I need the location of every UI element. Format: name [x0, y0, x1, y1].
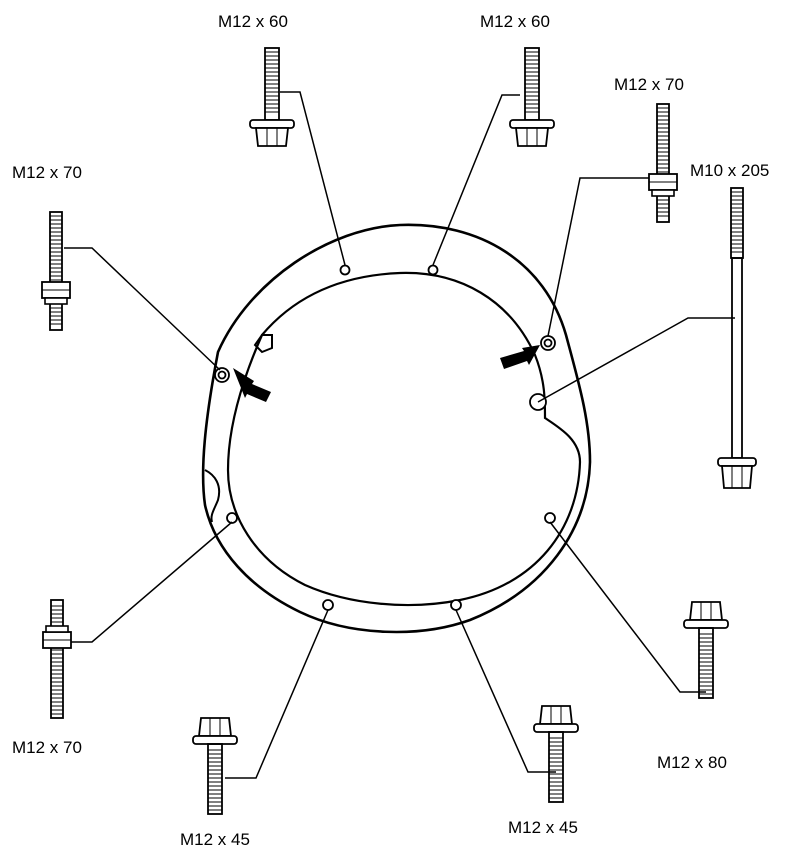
- bolt-bottom-right: [533, 705, 579, 803]
- bolt-bottom-left: [192, 717, 238, 815]
- bolt-top-right: [509, 47, 555, 147]
- label-bottom-left: M12 x 45: [180, 830, 250, 849]
- hole-bottom-left: [322, 599, 334, 611]
- stud-lower-left: [42, 599, 72, 719]
- leader-top-left: [280, 91, 346, 266]
- leader-upper-right: [547, 177, 660, 337]
- flange-outer-edge: [201, 223, 592, 634]
- leader-right-long: [537, 317, 735, 403]
- flange-inner-notch: [253, 334, 273, 354]
- stud-upper-left: [41, 211, 71, 331]
- stud-upper-right: [648, 103, 678, 223]
- leader-lower-left: [62, 521, 233, 643]
- label-bottom-right: M12 x 45: [508, 818, 578, 837]
- bolt-top-left: [249, 47, 295, 147]
- label-top-left: M12 x 60: [218, 12, 288, 31]
- hole-lower-right: [544, 512, 556, 524]
- flange-outer-notch: [204, 469, 221, 523]
- hole-upper-right-inner: [543, 338, 553, 348]
- hole-lower-left: [226, 512, 238, 524]
- hole-top-left: [339, 264, 351, 276]
- flange-plate: [201, 223, 592, 634]
- label-lower-right: M12 x 80: [657, 753, 727, 772]
- bolt-holes: [214, 264, 556, 611]
- hole-upper-left-inner: [217, 370, 227, 380]
- leader-upper-left: [64, 247, 221, 371]
- black-arrow-icon: [500, 345, 540, 369]
- label-right-long: M10 x 205: [690, 161, 769, 180]
- black-arrow-icon: [233, 368, 271, 402]
- label-upper-left: M12 x 70: [12, 163, 82, 182]
- leader-lines: [62, 91, 735, 779]
- hole-bottom-right: [450, 599, 462, 611]
- bolt-right-long: [717, 187, 757, 489]
- leader-lower-right: [549, 521, 706, 693]
- hole-top-right: [427, 264, 439, 276]
- label-lower-left: M12 x 70: [12, 738, 82, 757]
- label-upper-right: M12 x 70: [614, 75, 684, 94]
- leader-bottom-left: [225, 609, 329, 779]
- bolt-lower-right: [683, 601, 729, 699]
- leader-bottom-right: [455, 609, 556, 773]
- leader-top-right: [432, 94, 520, 266]
- label-top-right: M12 x 60: [480, 12, 550, 31]
- flange-inner-edge: [226, 271, 582, 607]
